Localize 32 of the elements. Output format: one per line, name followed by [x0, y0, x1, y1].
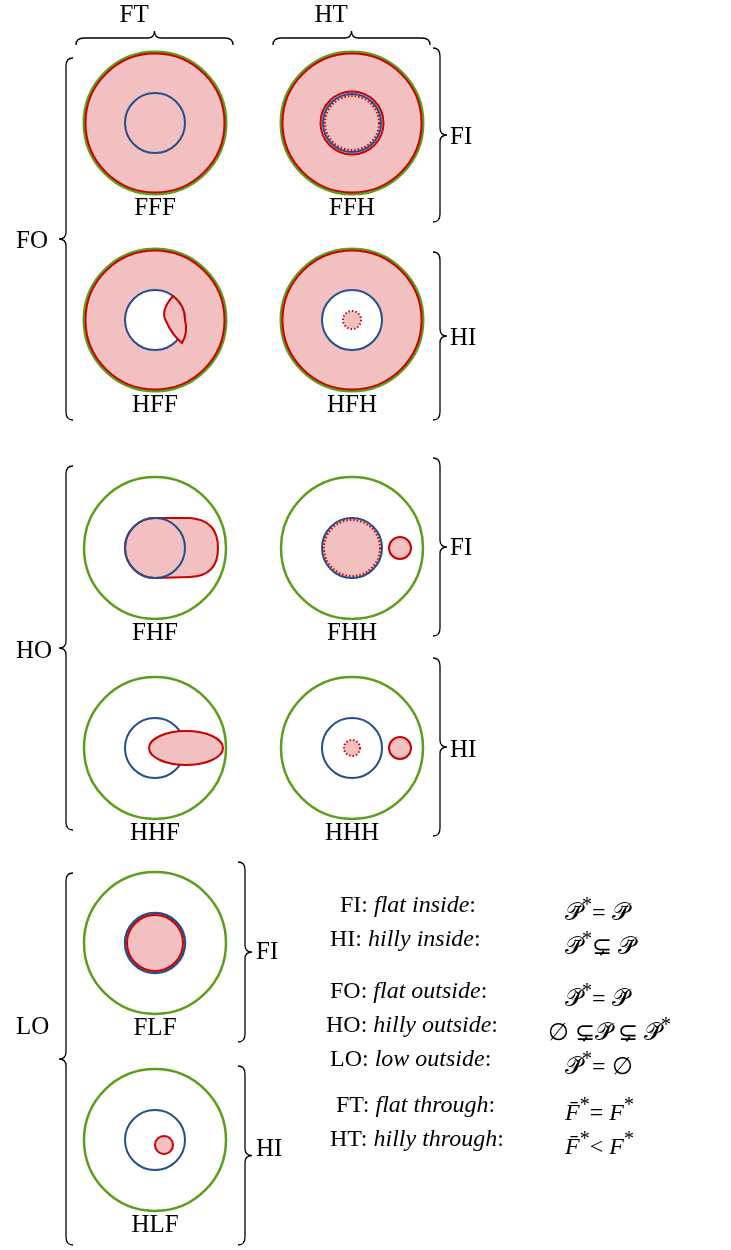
- brace-label: HT: [314, 0, 348, 28]
- brace-label: FO: [16, 226, 48, 254]
- panel-label: FFF: [133, 194, 177, 220]
- panel-label: FFH: [328, 194, 376, 220]
- legend-term: FI: flat inside:: [340, 890, 477, 918]
- brace-label: FI: [450, 122, 473, 150]
- panel-label: FLF: [132, 1014, 178, 1040]
- legend-term: FT: flat through:: [336, 1090, 496, 1118]
- panel-label: HFH: [326, 391, 378, 417]
- brace-label: FI: [256, 937, 279, 965]
- panel-label: HHF: [129, 819, 181, 845]
- panel-label: HFF: [131, 391, 179, 417]
- brace-label: HI: [256, 1134, 283, 1162]
- panel-label: HHH: [323, 819, 381, 845]
- legend-term: FO: flat outside:: [330, 976, 488, 1004]
- brace-label: HI: [450, 735, 477, 763]
- legend-formula: 𝒫̌$^{*}$= ∅: [565, 1046, 633, 1080]
- legend-term: LO: low outside:: [330, 1044, 492, 1072]
- brace-label: FT: [119, 0, 149, 28]
- brace-label: FI: [450, 533, 473, 561]
- brace-label: HO: [16, 636, 53, 664]
- brace-label: LO: [16, 1012, 50, 1040]
- brace-label: HI: [450, 323, 477, 351]
- panel-label: FHF: [131, 619, 179, 645]
- legend-formula: F̄$^{*}$= F$^{*}$: [565, 1092, 634, 1126]
- legend-formula: F̄$^{*}$< F$^{*}$: [565, 1126, 634, 1160]
- legend-term: HO: hilly outside:: [326, 1010, 498, 1038]
- panel-label: HLF: [130, 1211, 180, 1237]
- legend-term: HT: hilly through:: [330, 1124, 504, 1152]
- legend-formula: ∅ ⊊𝒫̌ ⊊ 𝒫̌$^{*}$: [548, 1012, 671, 1046]
- legend-term: HI: hilly inside:: [330, 924, 481, 952]
- panel-label: FHH: [326, 619, 378, 645]
